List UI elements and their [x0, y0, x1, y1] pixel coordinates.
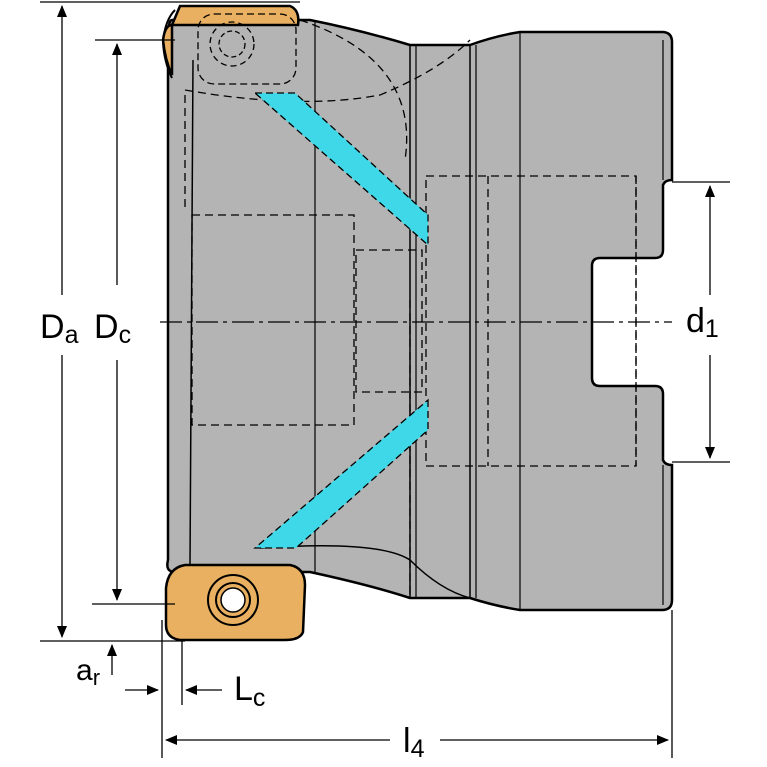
dimension-labels: Da Dc d1 ar Lc l4 — [40, 302, 719, 763]
insert-bottom — [164, 563, 307, 642]
label-ar: ar — [76, 654, 100, 690]
hidden-lines — [184, 19, 637, 598]
label-l4: l4 — [403, 722, 425, 763]
insert-top — [161, 4, 300, 85]
coolant-channels — [253, 92, 429, 549]
coolant-channel-lower — [253, 398, 429, 549]
body-outline — [166, 18, 674, 612]
dimensions — [40, 1, 730, 758]
coolant-channel-upper — [253, 92, 429, 247]
chip-flute-curve — [259, 544, 471, 599]
cutter-body — [160, 18, 674, 612]
label-Dc: Dc — [94, 308, 131, 349]
label-Da: Da — [40, 308, 79, 349]
label-d1: d1 — [686, 302, 719, 343]
label-Lc: Lc — [234, 670, 265, 712]
body-edge-line — [189, 59, 194, 566]
